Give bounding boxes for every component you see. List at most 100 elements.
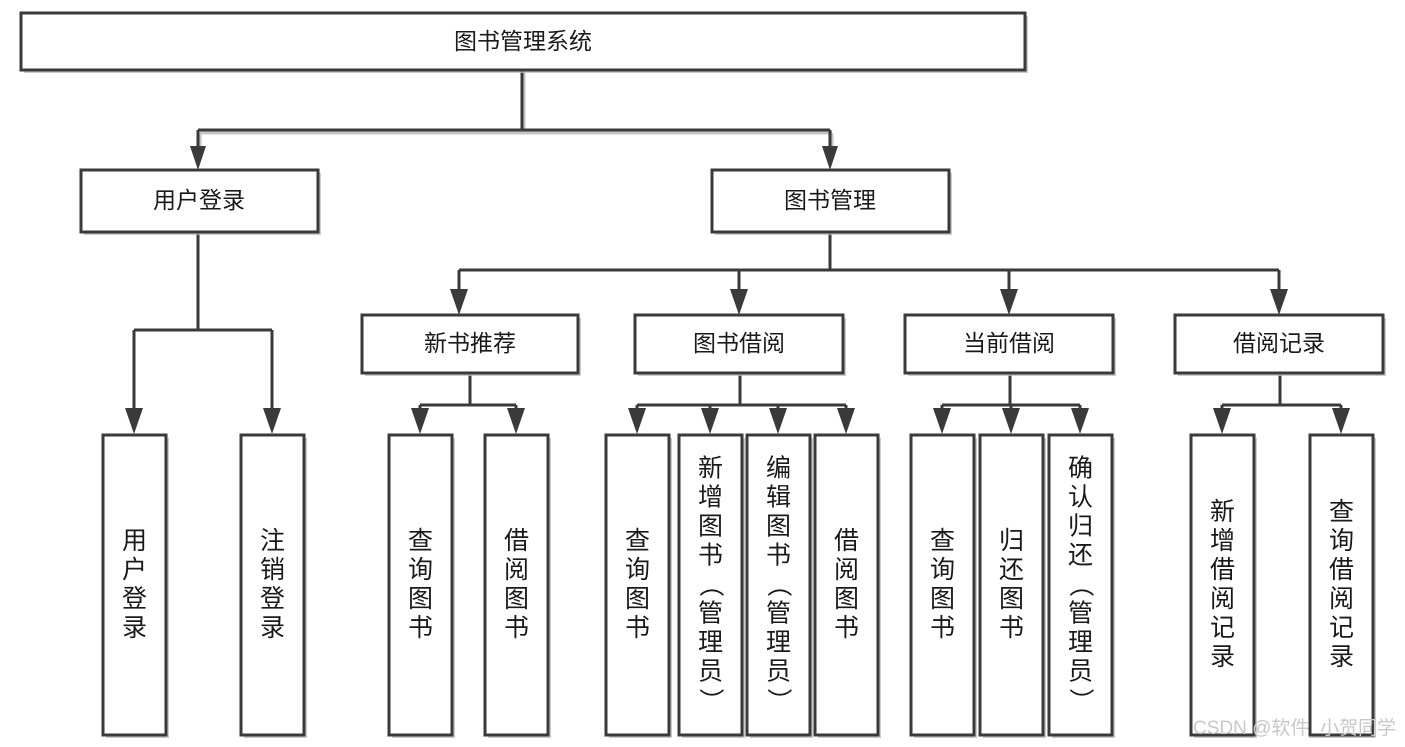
node-label-char: 注 bbox=[260, 527, 285, 555]
node-rect[interactable] bbox=[745, 433, 812, 737]
node-root[interactable]: 图书管理系统 bbox=[19, 11, 1028, 73]
node-label-char: 理 bbox=[766, 629, 791, 657]
node-label-char: 图 bbox=[698, 513, 723, 541]
node-label-char: 借 bbox=[504, 527, 529, 555]
node-label-char: 询 bbox=[930, 556, 955, 584]
node-rect[interactable] bbox=[19, 11, 1027, 72]
node-rect[interactable] bbox=[710, 168, 951, 234]
node-label-char: 书 bbox=[999, 614, 1024, 642]
node-label-char: 增 bbox=[698, 484, 723, 512]
node-rect[interactable] bbox=[909, 433, 976, 737]
node-label-char: 员 bbox=[1068, 658, 1093, 686]
node-label-char: 录 bbox=[1210, 643, 1235, 671]
node-rect[interactable] bbox=[239, 433, 306, 737]
node-label-char: 理 bbox=[698, 629, 723, 657]
connector-layer bbox=[125, 70, 1350, 434]
node-label-char: 询 bbox=[1329, 527, 1354, 555]
node-rect[interactable] bbox=[813, 433, 880, 737]
node-rect[interactable] bbox=[633, 313, 845, 375]
node-label-char: 户 bbox=[122, 556, 147, 584]
node-label-char: 书 bbox=[698, 542, 723, 570]
node-label-root: 图书管理系统 bbox=[454, 28, 592, 54]
node-user-login[interactable]: 用户登录 bbox=[79, 168, 321, 235]
node-book-borrow[interactable]: 图书借阅 bbox=[633, 313, 846, 376]
node-label-char: 辑 bbox=[766, 484, 791, 512]
node-rect[interactable] bbox=[978, 433, 1045, 737]
leaf-node-layer: 用户登录注销登录查询图书借阅图书查询图书新增图书（管理员）编辑图书（管理员）借阅… bbox=[101, 433, 1376, 738]
node-label-char: 图 bbox=[930, 585, 955, 613]
node-label-char: 还 bbox=[1068, 542, 1093, 570]
node-label-char: 归 bbox=[999, 527, 1024, 555]
connector-userlogin-to-leaves bbox=[125, 232, 281, 434]
node-rect[interactable] bbox=[101, 433, 168, 737]
node-book-management[interactable]: 图书管理 bbox=[710, 168, 952, 235]
connector-current-to-leaves bbox=[933, 375, 1089, 434]
node-label-char: 归 bbox=[1068, 513, 1093, 541]
node-rect[interactable] bbox=[604, 433, 671, 737]
node-label-char: 询 bbox=[408, 556, 433, 584]
node-label-char: 理 bbox=[1068, 629, 1093, 657]
node-label-char: 录 bbox=[1329, 643, 1354, 671]
node-label-char: ） bbox=[765, 688, 793, 713]
arrow-head-icon bbox=[1071, 408, 1089, 434]
leaf-user-login-0[interactable]: 用户登录 bbox=[101, 433, 169, 738]
node-label-char: 书 bbox=[930, 614, 955, 642]
arrow-head-icon bbox=[1002, 408, 1020, 434]
node-rect[interactable] bbox=[483, 433, 550, 737]
node-label-char: 阅 bbox=[834, 556, 859, 584]
node-borrow-record[interactable]: 借阅记录 bbox=[1173, 313, 1386, 376]
node-label-char: 书 bbox=[504, 614, 529, 642]
node-label-char: 新 bbox=[698, 455, 723, 483]
node-label-char: 阅 bbox=[1329, 585, 1354, 613]
node-label-char: 图 bbox=[504, 585, 529, 613]
arrow-head-icon bbox=[769, 408, 787, 434]
node-label-char: 查 bbox=[408, 527, 433, 555]
node-rect[interactable] bbox=[1047, 433, 1114, 737]
node-label-char: （ bbox=[765, 572, 793, 597]
node-label-char: 编 bbox=[766, 455, 791, 483]
node-new-book-recommend[interactable]: 新书推荐 bbox=[360, 313, 581, 376]
node-rect[interactable] bbox=[1173, 313, 1385, 375]
node-label-user-login: 用户登录 bbox=[153, 187, 245, 213]
node-rect[interactable] bbox=[903, 313, 1115, 375]
arrow-head-icon bbox=[730, 289, 748, 315]
node-label-char: 还 bbox=[999, 556, 1024, 584]
node-rect[interactable] bbox=[387, 433, 454, 737]
connector-bookmgmt-to-level3 bbox=[450, 232, 1288, 315]
node-label-char: 借 bbox=[834, 527, 859, 555]
node-label-char: 员 bbox=[698, 658, 723, 686]
node-label-char: 图 bbox=[766, 513, 791, 541]
node-rect[interactable] bbox=[360, 313, 580, 375]
node-current-borrow[interactable]: 当前借阅 bbox=[903, 313, 1116, 376]
node-label-char: 查 bbox=[930, 527, 955, 555]
node-rect[interactable] bbox=[1189, 433, 1256, 737]
connector-record-to-leaves bbox=[1213, 375, 1350, 434]
node-rect[interactable] bbox=[677, 433, 744, 737]
node-rect[interactable] bbox=[1308, 433, 1375, 737]
node-label-current-borrow: 当前借阅 bbox=[963, 330, 1055, 356]
node-rect[interactable] bbox=[79, 168, 320, 234]
node-label-char: （ bbox=[1067, 572, 1095, 597]
arrow-head-icon bbox=[933, 408, 951, 434]
